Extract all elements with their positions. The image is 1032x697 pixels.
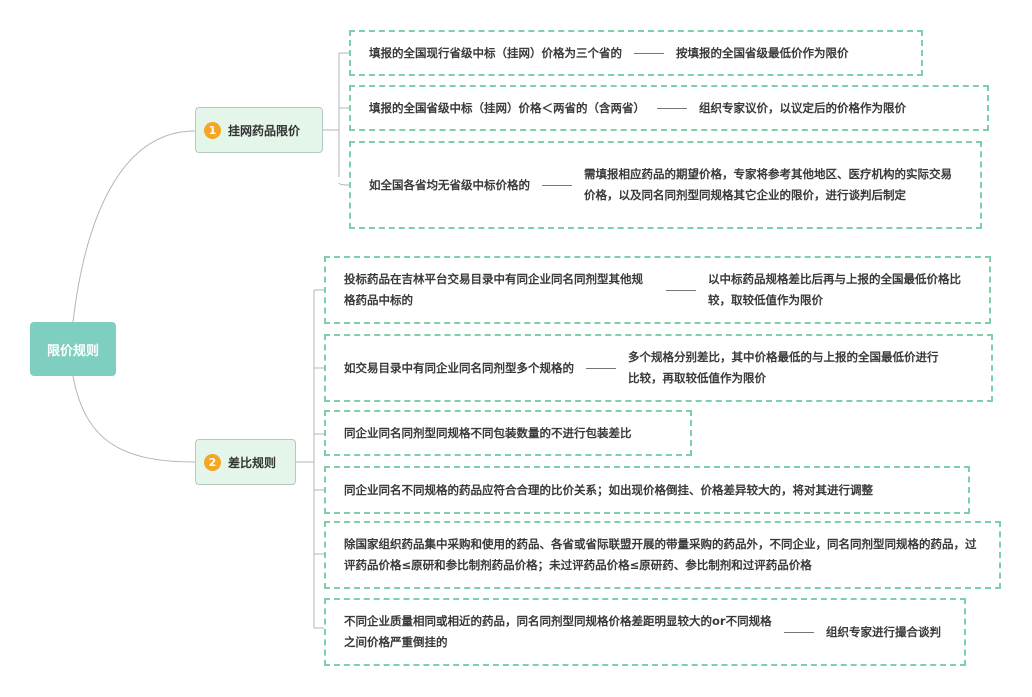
- leaf-node-2-3[interactable]: 同企业同名同剂型同规格不同包装数量的不进行包装差比: [324, 410, 692, 456]
- leaf-link-line: [634, 52, 664, 54]
- connector-branch-1: [323, 52, 350, 186]
- leaf-link-line: [586, 367, 616, 369]
- connector-root-branch-2: [72, 375, 196, 463]
- leaf-condition: 除国家组织药品集中采购和使用的药品、各省或省际联盟开展的带量采购的药品外，不同企…: [344, 537, 977, 572]
- branch-node-price-ratio[interactable]: 2 差比规则: [195, 439, 296, 485]
- root-node[interactable]: 限价规则: [30, 322, 116, 376]
- leaf-condition: 不同企业质量相同或相近的药品，同名同剂型同规格价格差距明显较大的or不同规格之间…: [344, 614, 772, 649]
- leaf-node-2-6[interactable]: 不同企业质量相同或相近的药品，同名同剂型同规格价格差距明显较大的or不同规格之间…: [324, 598, 966, 666]
- connector-branch-2: [296, 289, 324, 629]
- leaf-condition: 同企业同名不同规格的药品应符合合理的比价关系；如出现价格倒挂、价格差异较大的，将…: [344, 482, 873, 497]
- leaf-result: 组织专家议价，以议定后的价格作为限价: [699, 100, 906, 115]
- leaf-node-2-5[interactable]: 除国家组织药品集中采购和使用的药品、各省或省际联盟开展的带量采购的药品外，不同企…: [324, 521, 1001, 589]
- leaf-condition: 填报的全国省级中标（挂网）价格＜两省的（含两省）: [369, 100, 645, 115]
- leaf-condition: 如全国各省均无省级中标价格的: [369, 177, 530, 192]
- root-label: 限价规则: [46, 343, 99, 359]
- leaf-condition: 如交易目录中有同企业同名同剂型多个规格的: [344, 360, 574, 375]
- leaf-node-2-4[interactable]: 同企业同名不同规格的药品应符合合理的比价关系；如出现价格倒挂、价格差异较大的，将…: [324, 466, 970, 514]
- leaf-node-2-1[interactable]: 投标药品在吉林平台交易目录中有同企业同名同剂型其他规格药品中标的 以中标药品规格…: [324, 256, 991, 324]
- leaf-link-line: [784, 631, 814, 633]
- leaf-result: 按填报的全国省级最低价作为限价: [676, 45, 849, 60]
- leaf-node-2-2[interactable]: 如交易目录中有同企业同名同剂型多个规格的 多个规格分别差比，其中价格最低的与上报…: [324, 334, 993, 402]
- branch-label: 差比规则: [228, 455, 277, 470]
- leaf-result: 需填报相应药品的期望价格，专家将参考其他地区、医疗机构的实际交易价格，以及同名同…: [584, 167, 952, 202]
- leaf-link-line: [542, 184, 572, 186]
- branch-label: 挂网药品限价: [228, 123, 301, 138]
- number-badge-icon: 1: [204, 121, 221, 139]
- leaf-condition: 同企业同名同剂型同规格不同包装数量的不进行包装差比: [344, 425, 632, 440]
- leaf-node-1-3[interactable]: 如全国各省均无省级中标价格的 需填报相应药品的期望价格，专家将参考其他地区、医疗…: [349, 141, 982, 229]
- branch-node-listing-price[interactable]: 1 挂网药品限价: [195, 107, 323, 153]
- leaf-result: 多个规格分别差比，其中价格最低的与上报的全国最低价进行比较，再取较低值作为限价: [628, 350, 939, 385]
- number-badge-icon: 2: [204, 453, 221, 471]
- leaf-condition: 投标药品在吉林平台交易目录中有同企业同名同剂型其他规格药品中标的: [344, 272, 643, 307]
- leaf-result: 组织专家进行撮合谈判: [826, 624, 941, 639]
- leaf-node-1-2[interactable]: 填报的全国省级中标（挂网）价格＜两省的（含两省） 组织专家议价，以议定后的价格作…: [349, 85, 989, 131]
- leaf-condition: 填报的全国现行省级中标（挂网）价格为三个省的: [369, 45, 622, 60]
- leaf-result: 以中标药品规格差比后再与上报的全国最低价格比较，取较低值作为限价: [708, 272, 961, 307]
- leaf-link-line: [657, 107, 687, 109]
- connector-root-branch-1: [72, 130, 196, 323]
- leaf-link-line: [666, 289, 696, 291]
- leaf-node-1-1[interactable]: 填报的全国现行省级中标（挂网）价格为三个省的 按填报的全国省级最低价作为限价: [349, 30, 923, 76]
